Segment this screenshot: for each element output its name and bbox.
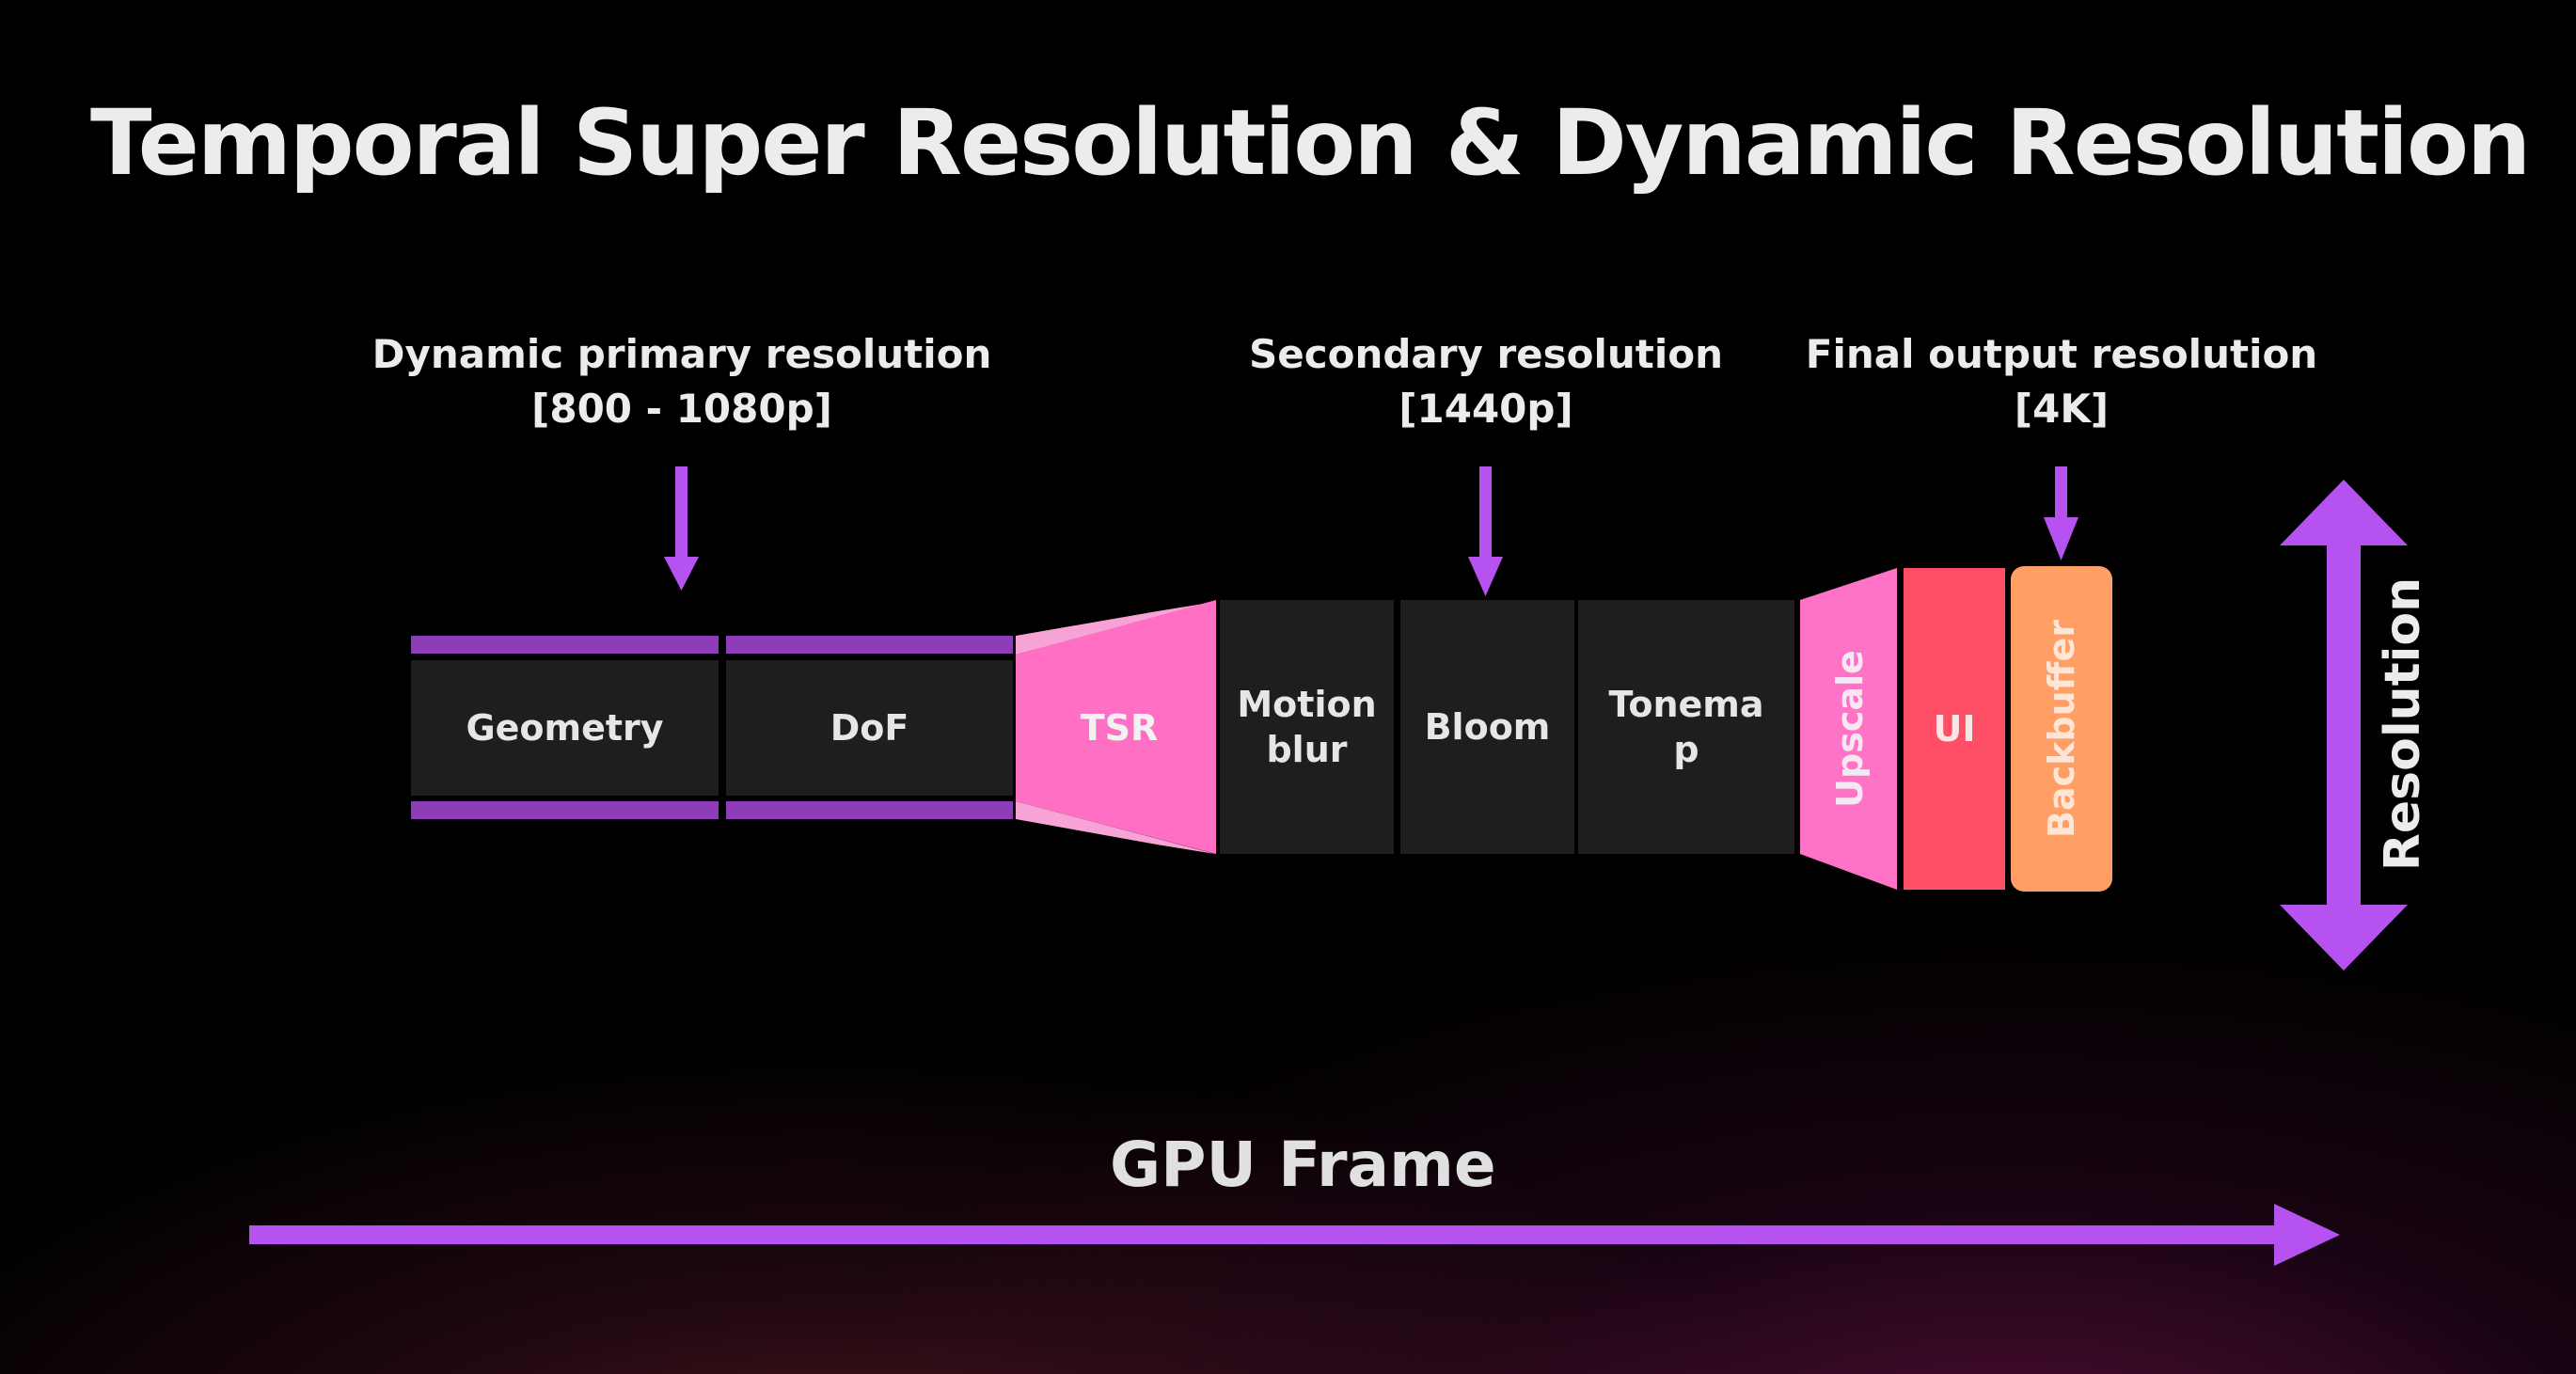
final-resolution-value: [4K] — [2014, 386, 2110, 432]
geometry-top-band — [411, 636, 719, 654]
stage-motion-blur: Motion blur — [1220, 600, 1394, 854]
final-resolution-title: Final output resolution — [1805, 331, 2318, 377]
tsr-trapezoid — [1016, 600, 1216, 854]
stage-ui: UI — [1904, 568, 2005, 890]
stage-tonemap-label-2: p — [1673, 729, 1699, 770]
primary-resolution-label: Dynamic primary resolution [800 - 1080p] — [372, 327, 992, 436]
primary-resolution-arrow-icon — [664, 466, 699, 591]
stage-bloom-label: Bloom — [1424, 706, 1551, 748]
resolution-double-arrow-icon — [2280, 480, 2408, 971]
stage-motion-blur-label-1: Motion — [1237, 684, 1377, 725]
gpu-frame-label: GPU Frame — [1110, 1129, 1496, 1201]
stage-backbuffer: Backbuffer — [2011, 568, 2112, 890]
stage-ui-label: UI — [1933, 708, 1976, 750]
stage-upscale-label: Upscale — [1829, 650, 1871, 808]
primary-resolution-value: [800 - 1080p] — [531, 386, 832, 432]
secondary-resolution-title: Secondary resolution — [1248, 331, 1724, 377]
stage-tsr: TSR — [1044, 660, 1194, 796]
final-resolution-arrow-icon — [2044, 466, 2078, 561]
stage-bloom: Bloom — [1400, 600, 1574, 854]
stage-dof: DoF — [726, 660, 1013, 796]
dof-top-band — [726, 636, 1013, 654]
geometry-bottom-band — [411, 801, 719, 819]
upscale-trapezoid — [1800, 568, 1897, 890]
stage-upscale: Upscale — [1806, 602, 1894, 856]
gpu-frame-arrow-icon — [249, 1204, 2340, 1266]
secondary-resolution-label: Secondary resolution [1440p] — [1249, 327, 1723, 436]
stage-backbuffer-label: Backbuffer — [2041, 620, 2083, 838]
ui-block — [1904, 568, 2005, 890]
secondary-resolution-value: [1440p] — [1399, 386, 1573, 432]
primary-resolution-title: Dynamic primary resolution — [371, 331, 992, 377]
stage-tsr-label: TSR — [1080, 707, 1159, 749]
stage-tonemap: Tonema p — [1578, 600, 1794, 854]
secondary-resolution-arrow-icon — [1468, 466, 1503, 596]
final-resolution-label: Final output resolution [4K] — [1806, 327, 2317, 436]
slide-title: Temporal Super Resolution & Dynamic Reso… — [90, 90, 2531, 196]
stage-tonemap-label-1: Tonema — [1608, 684, 1764, 725]
resolution-axis-label: Resolution — [2375, 576, 2431, 872]
tsr-light-wedge-bottom — [1016, 801, 1215, 854]
stage-geometry: Geometry — [411, 660, 719, 796]
stage-dof-label: DoF — [830, 707, 909, 749]
stage-geometry-label: Geometry — [466, 707, 664, 749]
backbuffer-block — [2011, 566, 2112, 892]
stage-motion-blur-label-2: blur — [1266, 729, 1348, 770]
dof-bottom-band — [726, 801, 1013, 819]
